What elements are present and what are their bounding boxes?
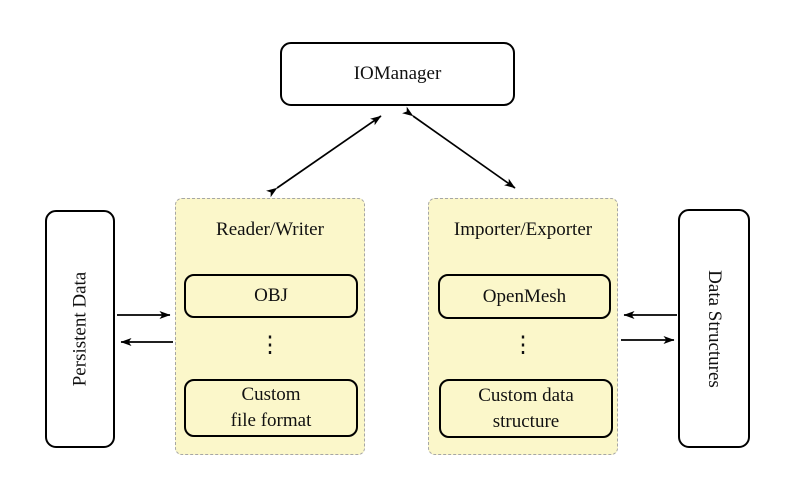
custom-file-format-line1: Custom: [241, 384, 301, 405]
importer-exporter-title: Importer/Exporter: [453, 219, 593, 240]
importer-exporter-group: Importer/Exporter OpenMesh ⋮ Custom data…: [428, 198, 618, 455]
custom-data-structure-line2: structure: [492, 410, 560, 432]
reader-writer-title: Reader/Writer: [216, 219, 324, 240]
openmesh-box: OpenMesh: [438, 274, 611, 319]
importer-exporter-ellipsis: ⋮: [511, 332, 535, 357]
openmesh-label: OpenMesh: [482, 285, 567, 307]
custom-file-format-line2: file format: [230, 410, 312, 431]
custom-data-structure-box: Custom data structure: [439, 379, 613, 438]
arrow-iomanager-reader-writer: [266, 115, 382, 198]
data-structures-box: Data Structures: [678, 209, 750, 448]
custom-file-format-box: Custom file format: [184, 379, 358, 437]
persistent-data-label: Persistent Data: [69, 271, 91, 387]
arrow-iomanager-importer-exporter: [402, 106, 516, 189]
reader-writer-ellipsis: ⋮: [258, 332, 282, 357]
data-structures-label: Data Structures: [704, 269, 725, 388]
obj-label: OBJ: [254, 285, 288, 306]
persistent-data-box: Persistent Data: [45, 210, 115, 448]
iomanager-box: IOManager: [280, 42, 515, 106]
iomanager-label: IOManager: [353, 63, 442, 84]
custom-data-structure-line1: Custom data: [478, 384, 574, 406]
reader-writer-group: Reader/Writer OBJ ⋮ Custom file format: [175, 198, 365, 455]
obj-box: OBJ: [184, 274, 358, 318]
